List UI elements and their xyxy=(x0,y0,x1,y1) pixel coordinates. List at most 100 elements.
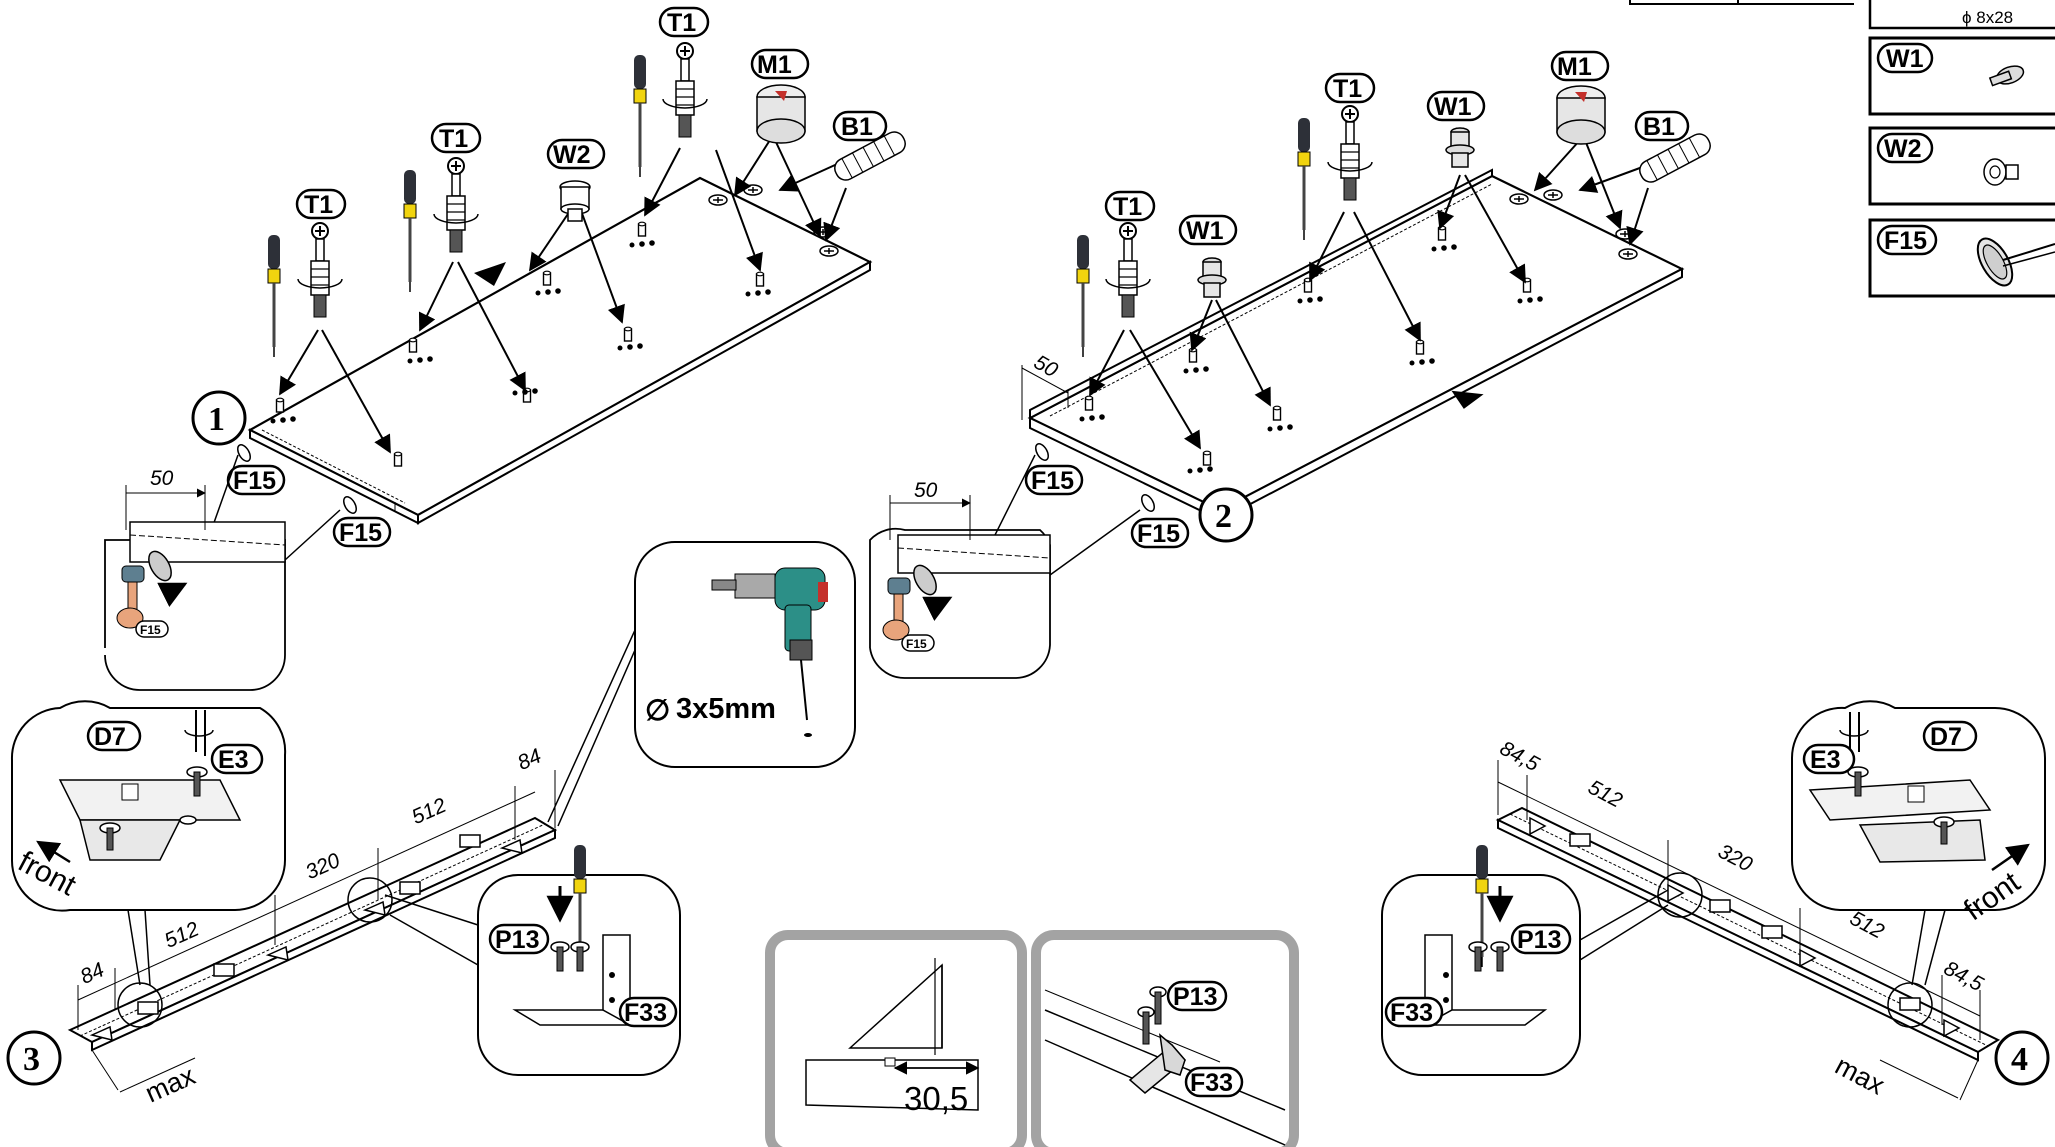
screw-p13-icon xyxy=(1468,941,1510,972)
screw-p13-icon xyxy=(550,941,590,972)
svg-text:M1: M1 xyxy=(757,51,792,79)
svg-text:T1: T1 xyxy=(1113,193,1142,221)
dim-512: 512 xyxy=(1846,907,1888,944)
w2-support-icon xyxy=(559,180,591,222)
svg-text:2: 2 xyxy=(1215,498,1232,535)
legend-w2: W2 xyxy=(1868,126,2055,206)
dowel-b1-icon xyxy=(1639,133,1711,183)
screw-t1-icon xyxy=(1105,222,1151,318)
hammer-icon xyxy=(882,577,911,641)
tag-p13: P13 xyxy=(1166,980,1228,1012)
step-1-panel: T1 T1 T1 W2 M1 B1 F15 F15 xyxy=(104,6,906,691)
screw-e3-icon xyxy=(1847,766,1869,797)
dim-50: 50 xyxy=(1030,351,1062,383)
tag-e3: E3 xyxy=(1802,743,1856,775)
dim-84-5: 84,5 xyxy=(1496,737,1543,777)
step-number-3: 3 xyxy=(6,1030,62,1086)
svg-text:F33: F33 xyxy=(1190,1069,1233,1097)
svg-text:W1: W1 xyxy=(1434,93,1472,121)
dim-50: 50 xyxy=(150,467,174,490)
screw-d7-icon xyxy=(1933,816,1955,845)
svg-text:F15: F15 xyxy=(140,623,161,637)
svg-text:B1: B1 xyxy=(1643,113,1675,141)
svg-text:B1: B1 xyxy=(841,113,873,141)
tag-m1: M1 xyxy=(750,48,810,80)
tag-t1: T1 xyxy=(658,6,710,38)
tag-f15: F15 xyxy=(1024,464,1084,496)
tag-b1: B1 xyxy=(1634,110,1690,142)
tag-t1: T1 xyxy=(1104,190,1156,222)
dowel-b1-icon xyxy=(834,131,906,181)
dim-512: 512 xyxy=(408,794,450,829)
svg-text:1: 1 xyxy=(208,401,225,438)
svg-text:F33: F33 xyxy=(624,999,667,1027)
tag-p13: P13 xyxy=(1510,923,1572,955)
gap-measurement: 30,5 xyxy=(904,1080,968,1117)
screw-e3-icon xyxy=(186,766,208,797)
step-number-2: 2 xyxy=(1198,487,1254,543)
svg-text:F15: F15 xyxy=(1137,520,1180,548)
tag-p13: P13 xyxy=(488,923,550,955)
svg-text:F15: F15 xyxy=(339,519,382,547)
drill-icon xyxy=(711,567,828,737)
dim-84: 84 xyxy=(514,744,545,775)
cam-lock-m1-icon xyxy=(756,84,806,144)
step-3-panel: 84 512 320 512 84 max 3 xyxy=(6,700,681,1108)
screwdriver-icon xyxy=(1296,116,1312,242)
bracket-detail-box: P13 F33 xyxy=(1031,930,1299,1147)
tag-t1: T1 xyxy=(1324,72,1376,104)
svg-text:3: 3 xyxy=(23,1041,40,1078)
step-4-panel: 84,5 512 320 512 84,5 max 4 xyxy=(1381,700,2050,1101)
legend-w1: W1 xyxy=(1868,36,2055,116)
legend-w2-label: W2 xyxy=(1884,135,1922,163)
svg-text:T1: T1 xyxy=(1333,75,1362,103)
screw-p13-icon xyxy=(1137,986,1167,1045)
tag-m1: M1 xyxy=(1550,50,1610,82)
step-number-4: 4 xyxy=(1994,1030,2050,1086)
tag-f15: F15 xyxy=(226,464,286,496)
dim-512: 512 xyxy=(161,917,203,952)
svg-text:P13: P13 xyxy=(1517,926,1561,954)
dim-50: 50 xyxy=(914,479,938,502)
tag-t1: T1 xyxy=(430,122,482,154)
svg-text:P13: P13 xyxy=(1173,983,1217,1011)
step-2-panel: T1 T1 W1 W1 M1 B1 F15 F15 xyxy=(869,50,1711,679)
tag-e3: E3 xyxy=(210,743,264,775)
tag-d7: D7 xyxy=(86,720,142,752)
tag-f33: F33 xyxy=(618,996,678,1028)
svg-text:W2: W2 xyxy=(553,141,591,169)
svg-text:T1: T1 xyxy=(304,191,333,219)
dim-320: 320 xyxy=(1714,840,1756,877)
svg-text:E3: E3 xyxy=(1810,746,1841,774)
gap-detail-box: 30,5 xyxy=(765,930,1027,1147)
shelf-support-icon xyxy=(1983,158,2019,186)
parts-legend: ϕ 8x28 W1 W2 F15 xyxy=(1629,0,2055,298)
drill-callout: ∅ 3x5mm xyxy=(547,541,856,827)
screw-t1-icon xyxy=(662,42,708,138)
tag-w1: W1 xyxy=(1426,90,1486,122)
svg-text:T1: T1 xyxy=(439,125,468,153)
drill-bit-size: 3x5mm xyxy=(676,693,776,725)
svg-text:M1: M1 xyxy=(1557,53,1592,81)
hammer-icon xyxy=(116,565,145,629)
dim-512: 512 xyxy=(1584,776,1626,813)
cam-lock-m1-icon xyxy=(1556,85,1606,145)
dim-84: 84 xyxy=(77,958,108,989)
tag-f15: F15 xyxy=(332,516,392,548)
screwdriver-icon xyxy=(632,53,648,179)
tag-f33: F33 xyxy=(1384,996,1444,1028)
wooden-pin-icon xyxy=(1988,65,2025,87)
svg-text:D7: D7 xyxy=(94,723,126,751)
legend-w1-label: W1 xyxy=(1886,45,1924,73)
screwdriver-icon xyxy=(402,168,418,294)
svg-text:4: 4 xyxy=(2011,1041,2028,1078)
part-size-text: ϕ 8x28 xyxy=(1962,8,2013,27)
drill-diameter-symbol: ∅ xyxy=(645,695,670,727)
svg-text:F15: F15 xyxy=(233,467,276,495)
svg-text:D7: D7 xyxy=(1930,723,1962,751)
tag-t1: T1 xyxy=(295,188,347,220)
tag-d7: D7 xyxy=(1922,720,1978,752)
svg-text:E3: E3 xyxy=(218,746,249,774)
screwdriver-icon xyxy=(1075,233,1091,359)
